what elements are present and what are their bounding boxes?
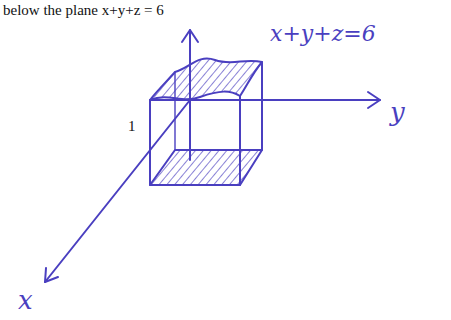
z-axis [189,30,191,160]
y-axis [150,99,380,101]
axis-arrowhead [368,92,380,108]
item-number: 1 [128,118,136,135]
heading-text: below the plane x+y+z = 6 [3,2,164,19]
box-edge [239,96,241,185]
base-region [150,150,262,185]
plane-surface [150,59,262,100]
axis-label: x [18,286,33,315]
box-edge [149,100,151,185]
x-axis [45,100,190,282]
box-edge [261,62,263,150]
plane-equation: x+y+z=6 [270,22,376,46]
axis-arrowhead [182,30,198,42]
axis-label: y [390,98,405,127]
axis-arrowhead [45,268,58,282]
